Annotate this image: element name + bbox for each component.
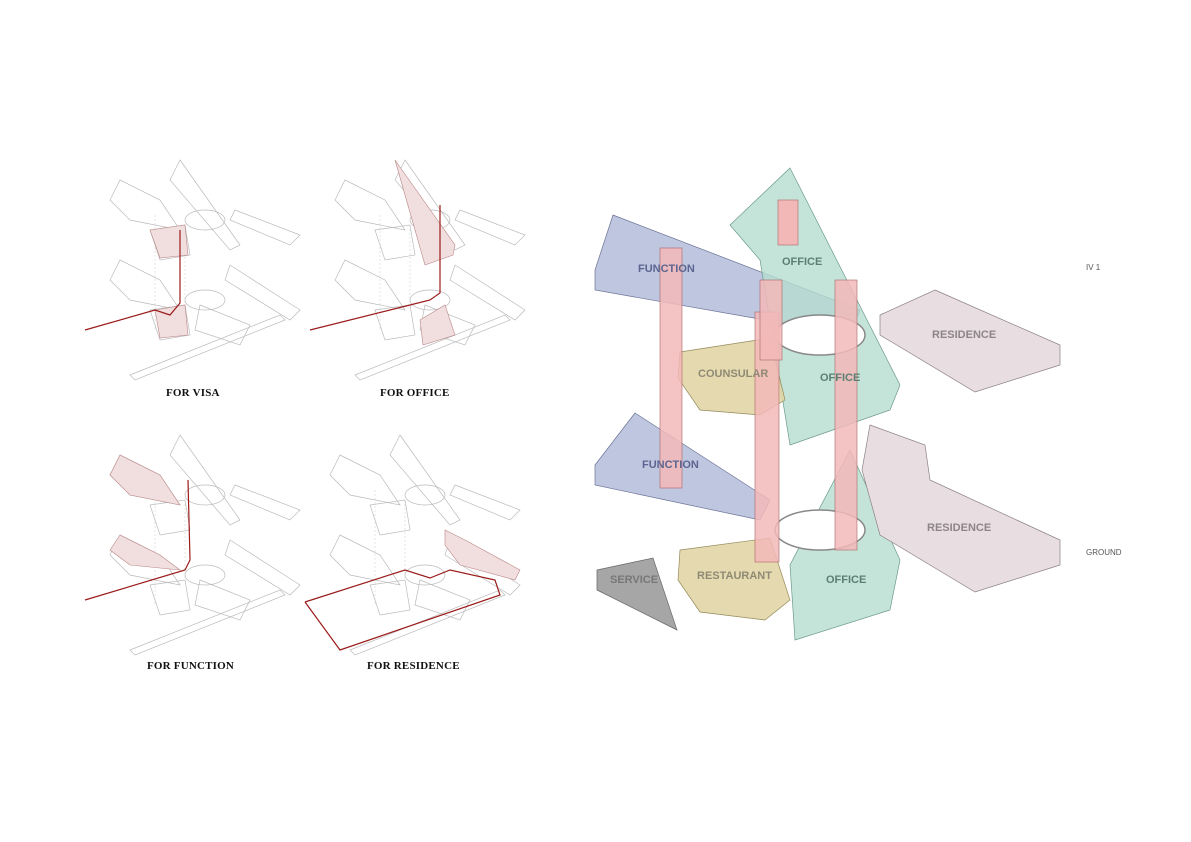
ground-service-slab xyxy=(596,557,678,631)
upper-residence-slab xyxy=(879,289,1061,393)
upper-office-slab xyxy=(729,167,901,446)
core xyxy=(759,279,783,361)
ground-residence-slab xyxy=(861,424,1061,593)
ground-function-slab xyxy=(594,412,771,521)
caption-for-residence: FOR RESIDENCE xyxy=(367,660,460,672)
core xyxy=(659,247,683,489)
label-counsular: COUNSULAR xyxy=(698,368,768,380)
diagram-for-office xyxy=(309,159,526,381)
label-upper-office-top: OFFICE xyxy=(782,256,822,268)
level-label-upper: IV 1 xyxy=(1086,263,1101,272)
label-ground-office: OFFICE xyxy=(826,574,866,586)
label-upper-office-right: OFFICE xyxy=(820,372,860,384)
diagram-for-visa xyxy=(84,159,301,381)
core xyxy=(777,199,799,246)
label-upper-residence: RESIDENCE xyxy=(932,329,996,341)
caption-for-function: FOR FUNCTION xyxy=(147,660,235,672)
label-service: SERVICE xyxy=(610,574,658,586)
core xyxy=(834,279,858,551)
main-axonometric: FUNCTION OFFICE OFFICE COUNSULAR RESIDEN… xyxy=(594,167,1061,641)
label-ground-residence: RESIDENCE xyxy=(927,522,991,534)
label-restaurant: RESTAURANT xyxy=(697,570,772,582)
diagram-for-residence xyxy=(304,434,521,656)
caption-for-office: FOR OFFICE xyxy=(380,387,450,399)
diagram-for-function xyxy=(84,434,301,656)
label-upper-function: FUNCTION xyxy=(638,263,695,275)
caption-for-visa: FOR VISA xyxy=(166,387,220,399)
label-ground-function: FUNCTION xyxy=(642,459,699,471)
level-label-ground: GROUND xyxy=(1086,548,1122,557)
